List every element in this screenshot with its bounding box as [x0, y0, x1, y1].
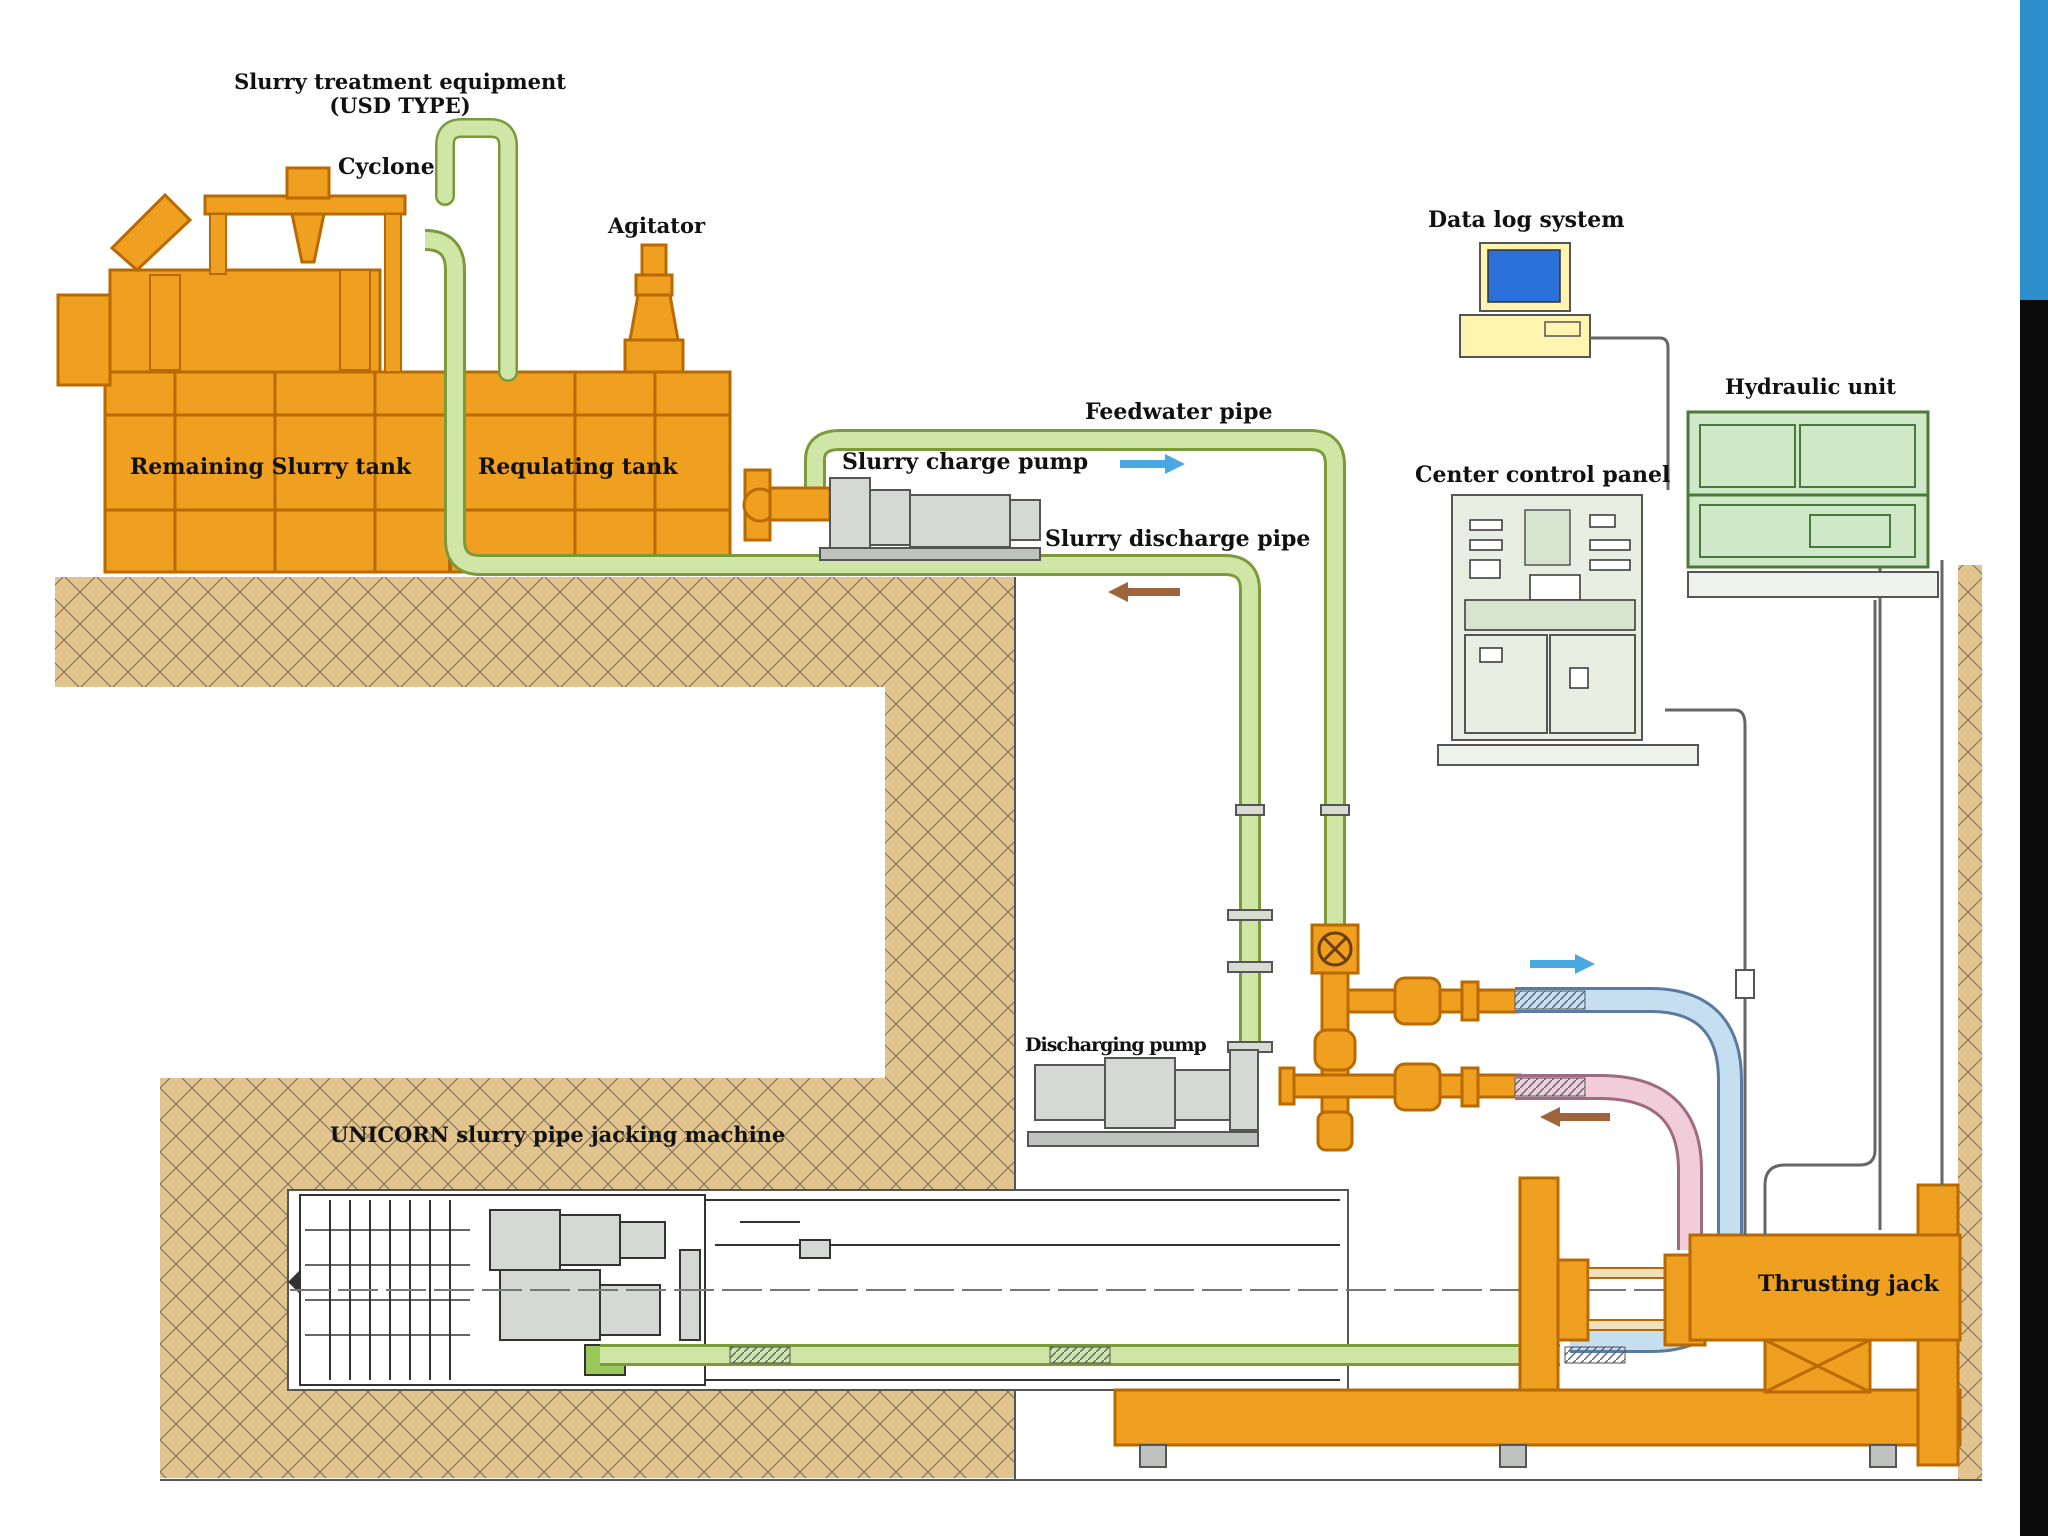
- label-feedwater-pipe: Feedwater pipe: [1085, 399, 1273, 425]
- label-usd-type: (USD TYPE): [329, 93, 471, 119]
- cable-coupling: [1735, 969, 1755, 999]
- label-center-control-panel: Center control panel: [1415, 462, 1671, 488]
- slurry-charge-pump: [742, 468, 1041, 561]
- label-slurry-discharge-pipe: Slurry discharge pipe: [1045, 526, 1311, 552]
- flow-arrows: [1108, 454, 1610, 1127]
- slurry-discharge-pipe: [424, 229, 1261, 1050]
- hydraulic-unit: [1686, 410, 1939, 598]
- label-slurry-charge-pump: Slurry charge pump: [842, 449, 1089, 475]
- support-feet: [1139, 1444, 1897, 1468]
- thrusting-jack: [1688, 1233, 1962, 1342]
- machine-pipe: [600, 1344, 1626, 1366]
- flow-in-arrow: [1120, 454, 1185, 474]
- label-slurry-treatment-line1: Slurry treatment equipment: [234, 69, 566, 94]
- tank-block: [56, 166, 732, 574]
- label-discharging-pump: Discharging pump: [1025, 1034, 1207, 1056]
- slide-edge-dark: [2020, 300, 2048, 1536]
- label-data-log-system: Data log system: [1428, 207, 1625, 233]
- flow-out-arrow: [1108, 582, 1180, 602]
- agitator: [623, 243, 685, 374]
- discharging-pump: [1027, 1049, 1259, 1147]
- label-thrusting-jack: Thrusting jack: [1758, 1271, 1939, 1297]
- return-hose: [1514, 1074, 1703, 1250]
- control-cables: [1590, 336, 1944, 1235]
- label-hydraulic-unit: Hydraulic unit: [1725, 374, 1896, 399]
- data-log-computer: [1459, 242, 1591, 358]
- thrust-frame: [1113, 1176, 1962, 1468]
- slide-edge-accent: [2020, 0, 2048, 300]
- label-agitator: Agitator: [608, 213, 706, 238]
- center-control-panel: [1437, 494, 1699, 766]
- label-remaining-slurry-tank: Remaining Slurry tank: [130, 454, 412, 480]
- label-cyclone: Cyclone: [338, 154, 435, 180]
- flow-in-arrow: [1530, 954, 1595, 974]
- label-unicorn-machine: UNICORN slurry pipe jacking machine: [330, 1122, 786, 1147]
- flow-out-arrow: [1540, 1107, 1610, 1127]
- valve-manifold: [1278, 923, 1522, 1152]
- feedwater-pipe: [804, 429, 1346, 950]
- label-slurry-treatment: Slurry treatment equipment (USD TYPE): [200, 69, 600, 119]
- label-regulating-tank: Requlating tank: [478, 454, 678, 480]
